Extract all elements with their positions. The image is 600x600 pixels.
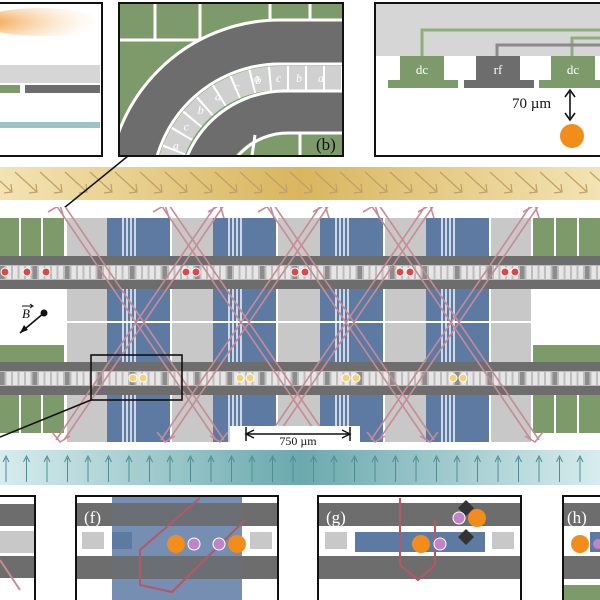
scale-bar-label: 750 µm xyxy=(279,434,317,448)
segment-letter: c xyxy=(234,79,240,93)
blue-zone xyxy=(213,218,277,442)
laser-spot xyxy=(0,8,100,36)
panel-e-partial xyxy=(0,495,36,600)
b-field-indicator: B xyxy=(10,302,54,338)
ion-red xyxy=(22,267,32,277)
distance-label: 70 µm xyxy=(512,96,551,112)
segment-letter: a xyxy=(173,139,179,153)
ion-red xyxy=(191,267,201,277)
ion-yellow xyxy=(351,373,361,383)
ion-yellow xyxy=(245,373,255,383)
segment-letter: b xyxy=(255,73,261,87)
ion-yellow xyxy=(448,373,458,383)
segment-letter: c xyxy=(184,120,190,134)
ion-red xyxy=(300,267,310,277)
panel-a-partial xyxy=(0,2,103,157)
ion-red xyxy=(395,267,405,277)
ion-yellow xyxy=(128,373,138,383)
zoom-box xyxy=(90,354,183,401)
ion-yellow xyxy=(458,373,468,383)
trap-array xyxy=(0,207,600,447)
zoom-connector xyxy=(0,399,92,438)
segment-letter: a xyxy=(215,89,221,103)
ion-yellow xyxy=(138,373,148,383)
panel-h-label: (h) xyxy=(567,508,587,527)
gold-beam xyxy=(0,167,600,200)
dc-left-pad xyxy=(400,56,444,82)
rf-label: rf xyxy=(494,62,503,77)
segment-letter: a xyxy=(254,71,260,85)
distance-arrow xyxy=(564,88,576,122)
ion-red xyxy=(405,267,415,277)
blue-zone xyxy=(426,218,490,442)
ion-orange xyxy=(560,124,584,148)
rf-pad xyxy=(476,56,520,82)
panel-cross-section: dc rf dc 70 µm xyxy=(374,2,600,157)
panel-b-label: (b) xyxy=(316,135,336,154)
scale-bar: 750 µm xyxy=(230,426,360,448)
b-field-label: B xyxy=(22,306,30,321)
ion-red xyxy=(181,267,191,277)
ion-red xyxy=(500,267,510,277)
panel-b: abcabcabcabc (b) xyxy=(118,2,344,157)
dc-right-label: dc xyxy=(567,62,580,77)
ion-red xyxy=(290,267,300,277)
segment-letter: b xyxy=(198,103,204,117)
segment-letter: b xyxy=(296,71,302,85)
ion-yellow xyxy=(341,373,351,383)
ion-red xyxy=(0,267,10,277)
panel-f: (f) xyxy=(75,495,279,600)
segment-letter: a xyxy=(318,71,324,85)
panel-g-label: (g) xyxy=(326,508,346,527)
segment-letter: c xyxy=(276,71,282,85)
panel-g: (g) xyxy=(317,495,522,600)
ion-yellow xyxy=(235,373,245,383)
panel-h-partial: (h) xyxy=(562,495,600,600)
ion-red xyxy=(510,267,520,277)
dc-left-label: dc xyxy=(416,62,429,77)
teal-beam xyxy=(0,450,600,485)
panel-f-label: (f) xyxy=(84,508,101,527)
dc-right-pad xyxy=(551,56,595,82)
ion-red xyxy=(41,267,51,277)
